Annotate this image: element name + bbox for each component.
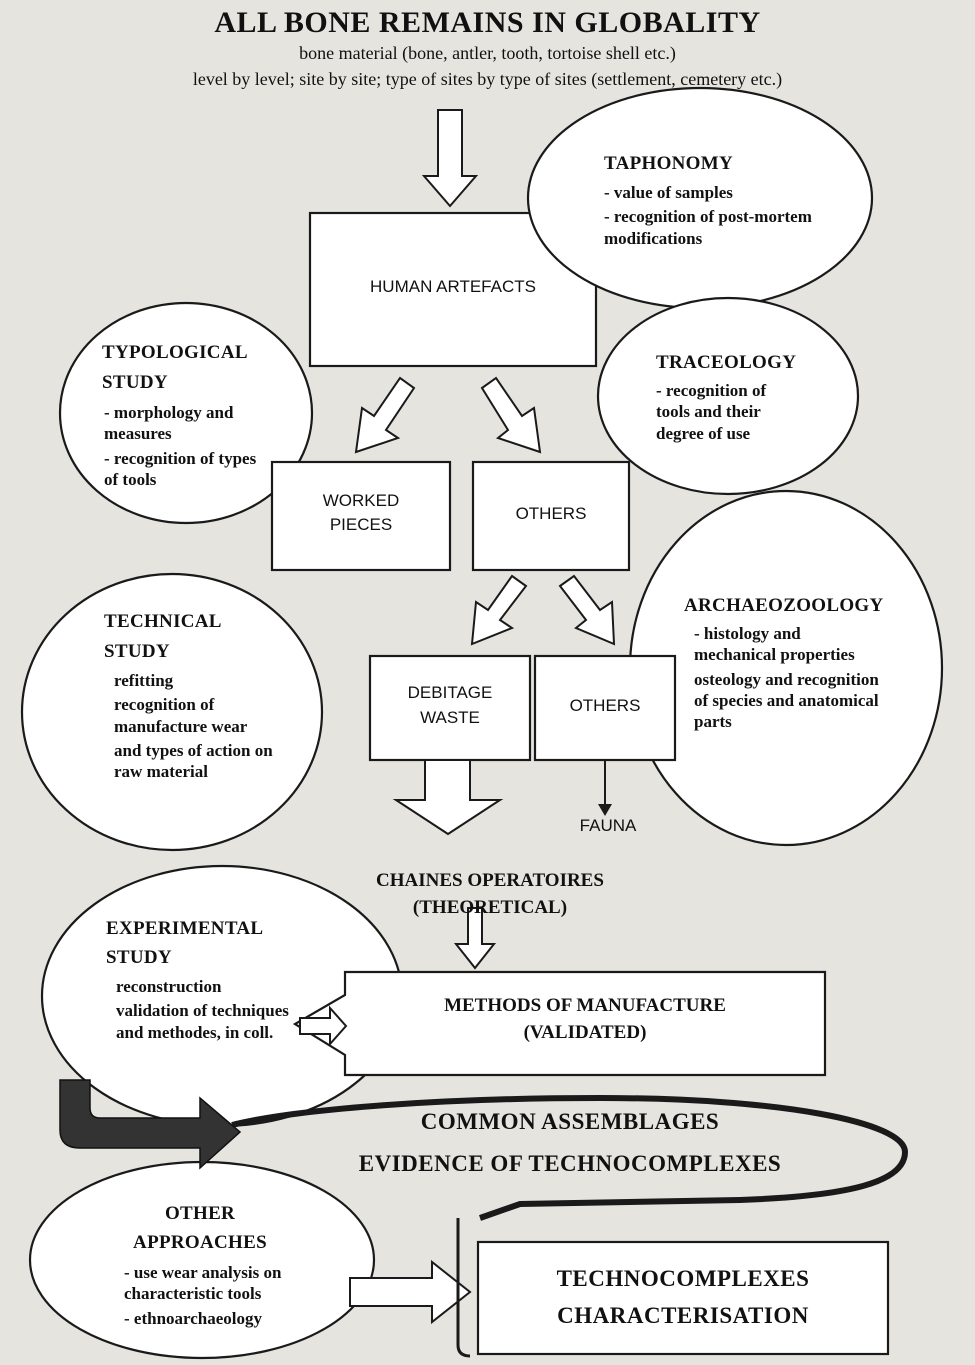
experimental-heading-1: EXPERIMENTAL [106, 918, 264, 939]
typological-list: - morphology and measures - recognition … [104, 402, 264, 493]
arrow-to-debitage [470, 574, 528, 646]
taphonomy-list: - value of samples - recognition of post… [604, 182, 844, 252]
typological-item: - recognition of types of tools [104, 448, 257, 489]
chaines-label-2: (THEORETICAL) [412, 897, 568, 918]
evidence-label: EVIDENCE OF TECHNOCOMPLEXES [358, 1151, 782, 1176]
technical-heading-1: TECHNICAL [104, 611, 222, 632]
methods-box [292, 970, 827, 1077]
technical-ellipse [20, 572, 324, 852]
technocomplexes-box [476, 1240, 890, 1356]
arrow-to-others-lower [558, 574, 616, 646]
common-loop [231, 1094, 909, 1221]
experimental-to-common-arrow [59, 1079, 242, 1170]
methods-label-2: (VALIDATED) [523, 1022, 647, 1043]
experimental-list: reconstruction validation of techniques … [116, 976, 296, 1046]
traceology-ellipse [596, 296, 860, 496]
arrow-fauna-head [598, 804, 612, 816]
arrow-to-others-upper [480, 376, 542, 454]
other-approaches-item: - ethnoarchaeology [124, 1308, 263, 1328]
worked-pieces-label-2: PIECES [329, 515, 393, 534]
others-lower-label: OTHERS [569, 696, 641, 715]
arrow-approaches-to-techno [349, 1259, 472, 1325]
other-approaches-heading-2: APPROACHES [133, 1232, 267, 1253]
fauna-label: FAUNA [579, 816, 637, 835]
traceology-list: - recognition of tools and their degree … [656, 380, 796, 447]
debitage-label-1: DEBITAGE [407, 683, 493, 702]
arrow-title-to-artefacts [421, 109, 479, 208]
archaeozoology-list: - histology and mechanical properties os… [694, 623, 884, 735]
debitage-box [368, 654, 532, 762]
archaeozoology-item: osteology and recognition of species and… [694, 669, 879, 732]
human-artefacts-label: HUMAN ARTEFACTS [370, 277, 536, 296]
taphonomy-item: - value of samples [604, 183, 733, 202]
taphonomy-heading: TAPHONOMY [604, 153, 734, 174]
arrow-to-worked [354, 376, 416, 454]
arrow-chaines-to-methods [453, 907, 497, 970]
diagram-title: ALL BONE REMAINS IN GLOBALITY [214, 6, 761, 39]
typological-ellipse [58, 301, 314, 525]
methods-label-1: METHODS OF MANUFACTURE [444, 995, 726, 1016]
taphonomy-item: - recognition of post-mortem modificatio… [604, 207, 812, 248]
typological-heading-1: TYPOLOGICAL [102, 342, 248, 363]
technocomplexes-label-1: TECHNOCOMPLEXES [556, 1266, 810, 1291]
technical-item: refitting [114, 671, 174, 690]
debitage-label-2: WASTE [420, 708, 480, 727]
technical-list: refitting recognition of manufacture wea… [114, 670, 274, 785]
arrow-debitage-to-chaines [392, 759, 504, 836]
typological-item: - morphology and measures [104, 403, 234, 444]
technical-heading-2: STUDY [104, 641, 170, 662]
bracket-line [456, 1218, 471, 1358]
others-upper-label: OTHERS [515, 504, 587, 523]
archaeozoology-heading: ARCHAEOZOOLOGY [684, 595, 884, 616]
experimental-item: reconstruction [116, 977, 222, 996]
technical-item: and types of action on raw material [114, 740, 273, 781]
chaines-label-1: CHAINES OPERATOIRES [376, 870, 604, 891]
common-assemblages-label: COMMON ASSEMBLAGES [420, 1109, 720, 1134]
worked-pieces-box [270, 460, 452, 572]
traceology-heading: TRACEOLOGY [656, 352, 797, 373]
experimental-item: validation of techniques and methodes, i… [116, 1001, 289, 1042]
other-approaches-item: - use wear analysis on characteristic to… [124, 1263, 282, 1304]
arrow-experimental-to-methods [299, 1005, 348, 1047]
archaeozoology-item: - histology and mechanical properties [694, 624, 855, 665]
typological-heading-2: STUDY [102, 372, 168, 393]
technocomplexes-label-2: CHARACTERISATION [557, 1303, 809, 1328]
subtitle-line-1: bone material (bone, antler, tooth, tort… [299, 43, 676, 63]
subtitle-line-2: level by level; site by site; type of si… [192, 69, 783, 89]
traceology-item: - recognition of tools and their degree … [656, 381, 767, 443]
technical-item: recognition of manufacture wear [114, 695, 248, 736]
experimental-heading-2: STUDY [106, 947, 172, 968]
other-approaches-list: - use wear analysis on characteristic to… [124, 1262, 344, 1332]
other-approaches-heading-1: OTHER [164, 1203, 236, 1224]
others-upper-box [471, 460, 631, 572]
worked-pieces-label-1: WORKED [322, 491, 400, 510]
